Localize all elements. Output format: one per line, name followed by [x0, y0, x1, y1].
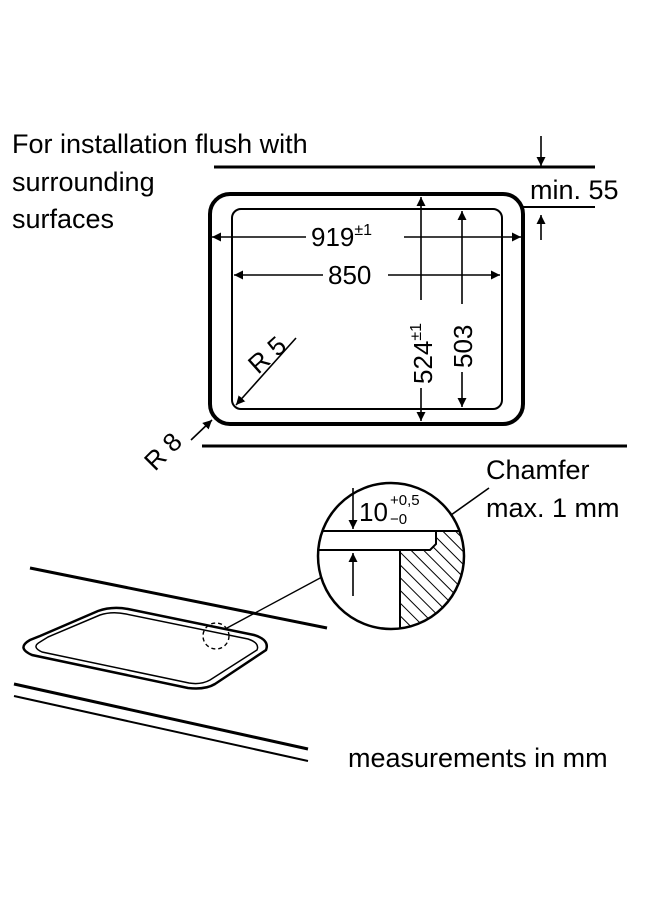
recess-tol-minus: −0 — [390, 511, 407, 528]
inner-radius-leader — [235, 337, 297, 406]
perspective-detail-marker — [202, 622, 230, 650]
chamfer-label-line-1: Chamfer — [486, 455, 590, 485]
cutout-outer-outline — [208, 192, 525, 426]
min-depth-label: min. 55 — [530, 175, 619, 205]
units-note: measurements in mm — [348, 743, 608, 773]
outer-height-tolerance: ±1 — [408, 323, 425, 341]
outer-height-value: 524 — [408, 341, 438, 384]
recess-depth-label: 10 — [359, 497, 388, 527]
outer-radius-label: R 8 — [138, 426, 188, 476]
outer-width-label: 919±1 — [311, 222, 372, 252]
inner-width-label: 850 — [328, 260, 371, 290]
chamfer-label-line-2: max. 1 mm — [486, 493, 620, 523]
perspective-worktop-back-edge — [29, 566, 328, 630]
outer-width-value: 919 — [311, 222, 354, 252]
perspective-cutout-inner — [35, 611, 259, 685]
outer-width-tolerance: ±1 — [354, 222, 372, 239]
caption-line-3: surfaces — [12, 204, 114, 234]
perspective-view — [13, 566, 328, 762]
outer-radius-leader — [190, 419, 213, 441]
outer-height-label: 524±1 — [408, 323, 438, 384]
caption-line-2: surrounding — [12, 167, 155, 197]
detail-leader-line — [226, 576, 323, 629]
perspective-cutout-outer — [22, 606, 268, 690]
perspective-worktop-front-edge-bottom — [13, 695, 309, 762]
inner-height-label: 503 — [448, 325, 478, 368]
inner-radius-label: R 5 — [242, 330, 292, 379]
detail-view: 10 +0,5 −0 — [316, 481, 466, 631]
perspective-worktop-front-edge-top — [13, 682, 309, 751]
recess-depth-value: 10 — [359, 497, 388, 527]
caption-line-1: For installation flush with — [12, 129, 308, 159]
cutout-inner-outline — [231, 208, 503, 410]
recess-tol-plus: +0,5 — [390, 492, 420, 509]
